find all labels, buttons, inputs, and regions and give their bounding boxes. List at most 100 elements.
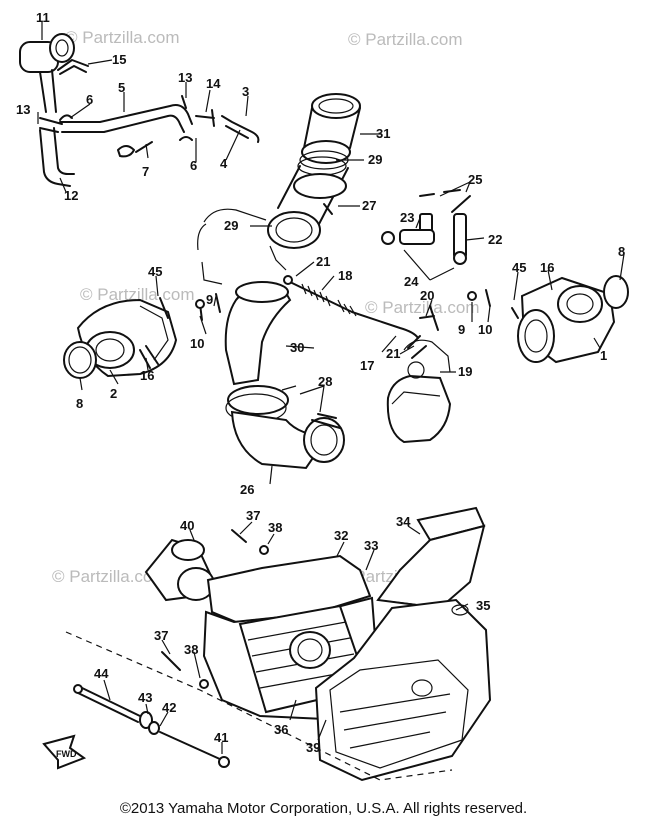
clamp-28-lower — [311, 413, 341, 429]
callout-5: 5 — [118, 80, 125, 95]
callout-25: 25 — [468, 172, 482, 187]
callout-29: 29 — [368, 152, 382, 167]
callout-1: 1 — [600, 348, 607, 363]
bolt-45-left — [159, 297, 169, 319]
elbow-26 — [230, 410, 345, 470]
callout-3: 3 — [242, 84, 249, 99]
hose-12 — [39, 127, 75, 187]
callout-12: 12 — [64, 188, 78, 203]
callout-37: 37 — [246, 508, 260, 523]
callout-35: 35 — [476, 598, 490, 613]
clamp-29-lower — [267, 211, 321, 249]
clamp-16-left — [139, 345, 159, 369]
bolt-41 — [159, 731, 223, 761]
callout-22: 22 — [488, 232, 502, 247]
callout-28: 28 — [318, 374, 332, 389]
front-arrow-icon: FWD — [42, 734, 87, 770]
callout-27: 27 — [362, 198, 376, 213]
hose-5 — [59, 104, 193, 133]
callout-26: 26 — [240, 482, 254, 497]
mount-line — [65, 631, 453, 781]
nut-9-right — [467, 291, 477, 301]
callout-41: 41 — [214, 730, 228, 745]
breather-cap-11 — [19, 33, 75, 73]
callout-36: 36 — [274, 722, 288, 737]
hose-joint — [39, 117, 63, 133]
rod-44 — [73, 684, 141, 723]
callout-8: 8 — [76, 396, 83, 411]
copyright-notice: ©2013 Yamaha Motor Corporation, U.S.A. A… — [119, 800, 528, 817]
callout-21: 21 — [316, 254, 330, 269]
bolt-9-left — [215, 293, 221, 313]
washer-10-right — [485, 289, 491, 307]
callout-18: 18 — [338, 268, 352, 283]
callout-16b: 16 — [540, 260, 554, 275]
callout-19: 19 — [458, 364, 472, 379]
watermark-top-left: © Partzilla.com — [65, 28, 180, 47]
clip-13-6 — [179, 95, 193, 141]
rod-18 — [283, 275, 419, 339]
callout-13b: 13 — [178, 70, 192, 85]
callout-7: 7 — [142, 164, 149, 179]
intake-joint-right-1 — [517, 276, 616, 364]
joint-27 — [277, 165, 349, 227]
callout-29b: 29 — [224, 218, 238, 233]
callout-8b: 8 — [618, 244, 625, 259]
callout-42: 42 — [162, 700, 176, 715]
valve-22 — [451, 195, 471, 265]
callout-39: 39 — [306, 740, 320, 755]
cover-19 — [386, 339, 452, 444]
hose-30 — [224, 281, 292, 386]
callout-10: 10 — [190, 336, 204, 351]
washer-43 — [139, 711, 153, 729]
hose-3 — [221, 115, 260, 143]
callout-30: 30 — [290, 340, 304, 355]
callout-13: 13 — [16, 102, 30, 117]
callout-17: 17 — [360, 358, 374, 373]
callout-15: 15 — [112, 52, 126, 67]
callout-10b: 10 — [478, 322, 492, 337]
callout-16: 16 — [140, 368, 154, 383]
boot-40 — [144, 538, 215, 602]
intake-34 — [376, 506, 486, 610]
callout-20: 20 — [420, 288, 434, 303]
callout-9b: 9 — [458, 322, 465, 337]
callout-9: 9 — [206, 292, 213, 307]
callout-38: 38 — [268, 520, 282, 535]
fitting-23 — [381, 213, 435, 245]
callout-40: 40 — [180, 518, 194, 533]
clip-21 — [407, 335, 427, 359]
cover-35 — [314, 598, 492, 782]
bolt-45-right — [511, 307, 519, 319]
callout-14: 14 — [206, 76, 221, 91]
callout-23: 23 — [400, 210, 414, 225]
filter-36 — [289, 631, 331, 669]
engine-outline — [197, 208, 267, 285]
callout-45: 45 — [148, 264, 162, 279]
parts-diagram: © Partzilla.com © Partzilla.com © Partzi… — [16, 10, 629, 782]
collar-42 — [148, 721, 160, 735]
fitting-14 — [195, 109, 215, 127]
callout-31: 31 — [376, 126, 390, 141]
callout-33: 33 — [364, 538, 378, 553]
washer-38-upper — [259, 545, 269, 555]
screw-25 — [419, 189, 461, 197]
bracket-7 — [117, 145, 135, 158]
washer-38-lower — [199, 679, 209, 689]
callout-45b: 45 — [512, 260, 526, 275]
callout-11: 11 — [36, 10, 50, 25]
callout-34: 34 — [396, 514, 411, 529]
callout-2: 2 — [110, 386, 117, 401]
watermark-low-left: © Partzilla.com — [52, 567, 167, 586]
callout-44: 44 — [94, 666, 109, 681]
callout-21b: 21 — [386, 346, 400, 361]
callout-6b: 6 — [190, 158, 197, 173]
engine-outline-2 — [269, 245, 287, 271]
bracket-7-arm — [135, 141, 153, 153]
intake-joint-left-2 — [76, 298, 178, 378]
o-ring-8-right — [603, 275, 629, 309]
bolt-37-upper — [231, 529, 247, 543]
callout-32: 32 — [334, 528, 348, 543]
watermark-mid-left: © Partzilla.com — [80, 285, 195, 304]
clip-15 — [57, 59, 89, 75]
